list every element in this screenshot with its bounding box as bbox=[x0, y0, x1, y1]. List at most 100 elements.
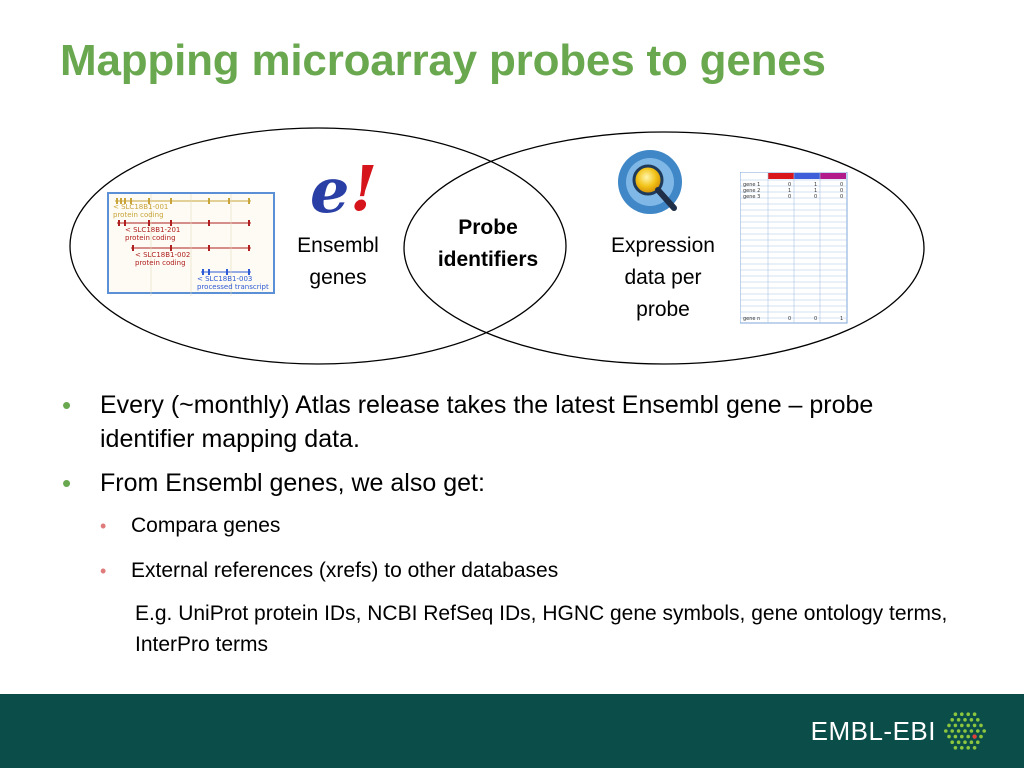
gene-row-type: processed transcript bbox=[197, 283, 269, 291]
sub-bullet-text: Compara genes bbox=[131, 514, 281, 537]
logo-dot bbox=[982, 729, 986, 733]
table-cell: gene 3 bbox=[743, 194, 760, 200]
table-cell: 0 bbox=[788, 194, 791, 200]
gene-row-name: < SLC18B1-003 bbox=[197, 275, 253, 283]
embl-ebi-logo-text: EMBL-EBI bbox=[810, 716, 936, 746]
table-cell: 0 bbox=[840, 182, 843, 188]
table-cell: 1 bbox=[788, 188, 791, 194]
ensembl-genes-label-line2: genes bbox=[309, 266, 367, 289]
bullet-item: • Every (~monthly) Atlas release takes t… bbox=[62, 388, 962, 456]
logo-dot bbox=[966, 712, 970, 716]
footer-bar: EMBL-EBI bbox=[0, 694, 1024, 768]
table-header-color bbox=[794, 173, 820, 179]
sub-bullet-dot-icon: • bbox=[100, 561, 107, 581]
ensembl-genes-label: Ensembl genes bbox=[282, 230, 394, 294]
ensembl-genes-ellipse bbox=[69, 127, 567, 365]
logo-dot bbox=[950, 740, 954, 744]
logo-dot bbox=[969, 729, 974, 733]
expression-data-label: Expression data per probe bbox=[596, 230, 730, 326]
gene-row-name: < SLC18B1-201 bbox=[125, 226, 181, 234]
logo-dot bbox=[950, 718, 954, 722]
table-cell: 0 bbox=[788, 316, 791, 322]
logo-dot bbox=[963, 729, 967, 733]
sub-bullet-text: External references (xrefs) to other dat… bbox=[131, 559, 559, 582]
expression-table-image: gene 1 0 1 0 gene 2 1 1 0 gene 3 0 0 0 g… bbox=[740, 172, 848, 324]
logo-dot bbox=[956, 740, 961, 744]
logo-dot bbox=[960, 712, 964, 716]
logo-dot bbox=[966, 746, 970, 750]
ensembl-logo-e: e bbox=[310, 154, 349, 224]
gene-row-type: protein coding bbox=[125, 234, 176, 242]
expression-data-label-line2: data per bbox=[624, 266, 702, 289]
bullet-text: From Ensembl genes, we also get: bbox=[100, 469, 485, 497]
gene-structure-image: < SLC18B1-001 protein coding < SLC18B1-2… bbox=[107, 192, 275, 296]
sub-bullet-item: • Compara genes bbox=[62, 512, 962, 540]
sub-bullet-item: • External references (xrefs) to other d… bbox=[62, 557, 962, 585]
logo-dot bbox=[979, 734, 983, 739]
bullet-list: • Every (~monthly) Atlas release takes t… bbox=[62, 388, 962, 660]
logo-dot bbox=[972, 746, 977, 750]
bullet-text: Every (~monthly) Atlas release takes the… bbox=[100, 391, 874, 453]
table-cell: 0 bbox=[814, 316, 817, 322]
table-cell: gene 1 bbox=[743, 182, 760, 188]
table-cell: gene 2 bbox=[743, 188, 760, 194]
logo-dot bbox=[953, 712, 958, 716]
logo-dot bbox=[953, 723, 958, 728]
table-header-color bbox=[820, 173, 846, 179]
expression-data-label-line1: Expression bbox=[611, 234, 715, 257]
table-cell: 1 bbox=[840, 316, 843, 322]
logo-dot bbox=[953, 746, 958, 750]
gene-row-type: protein coding bbox=[113, 211, 164, 219]
gene-row-type: protein coding bbox=[135, 259, 186, 267]
gene-track-lines bbox=[115, 194, 251, 296]
logo-dot bbox=[963, 718, 967, 722]
logo-dot bbox=[956, 729, 961, 733]
logo-dot bbox=[953, 734, 958, 739]
gene-row-name: < SLC18B1-001 bbox=[113, 203, 169, 211]
logo-dot bbox=[947, 723, 951, 728]
logo-dot bbox=[969, 740, 974, 744]
logo-dot bbox=[944, 729, 948, 733]
logo-dot bbox=[950, 729, 954, 733]
bullet-dot-icon: • bbox=[62, 468, 72, 498]
logo-dot bbox=[947, 734, 951, 739]
logo-dot bbox=[972, 734, 977, 739]
slide-title: Mapping microarray probes to genes bbox=[60, 36, 826, 85]
probe-identifiers-label: Probe identifiers bbox=[418, 212, 558, 276]
logo-dot bbox=[963, 740, 967, 744]
ensembl-logo-bang: ! bbox=[350, 152, 377, 224]
logo-dot bbox=[960, 723, 964, 728]
table-cell: 0 bbox=[788, 182, 791, 188]
gene-row-name: < SLC18B1-002 bbox=[135, 251, 191, 259]
venn-diagram bbox=[69, 127, 925, 365]
logo-dot bbox=[956, 718, 961, 722]
logo-dot bbox=[960, 746, 964, 750]
table-cell: 0 bbox=[814, 194, 817, 200]
expression-data-label-line3: probe bbox=[636, 298, 690, 321]
ensembl-logo-icon: e ! bbox=[310, 152, 377, 224]
table-header-color bbox=[768, 173, 794, 179]
logo-dot bbox=[966, 723, 970, 728]
table-cell: 1 bbox=[814, 188, 817, 194]
expression-data-ellipse bbox=[403, 131, 925, 365]
bullet-item: • From Ensembl genes, we also get: bbox=[62, 466, 962, 500]
examples-note: E.g. UniProt protein IDs, NCBI RefSeq ID… bbox=[135, 602, 948, 656]
logo-dot bbox=[972, 723, 977, 728]
ensembl-genes-label-line1: Ensembl bbox=[297, 234, 379, 257]
embl-ebi-dots-logo-icon bbox=[944, 712, 986, 750]
bullet-dot-icon: • bbox=[62, 390, 72, 420]
logo-dot bbox=[976, 729, 980, 733]
magnifier-icon bbox=[618, 150, 682, 214]
probe-identifiers-label-line2: identifiers bbox=[437, 248, 539, 271]
logo-dot bbox=[972, 712, 977, 716]
logo-dot bbox=[960, 734, 964, 739]
probe-identifiers-label-line1: Probe bbox=[458, 216, 518, 239]
logo-dot bbox=[966, 734, 970, 739]
sub-bullet-dot-icon: • bbox=[100, 516, 107, 536]
table-cell: gene n bbox=[743, 316, 760, 322]
logo-dot bbox=[976, 718, 980, 722]
logo-dot bbox=[976, 740, 980, 744]
logo-dot bbox=[969, 718, 974, 722]
table-cell: 0 bbox=[840, 194, 843, 200]
logo-dot bbox=[979, 723, 983, 728]
